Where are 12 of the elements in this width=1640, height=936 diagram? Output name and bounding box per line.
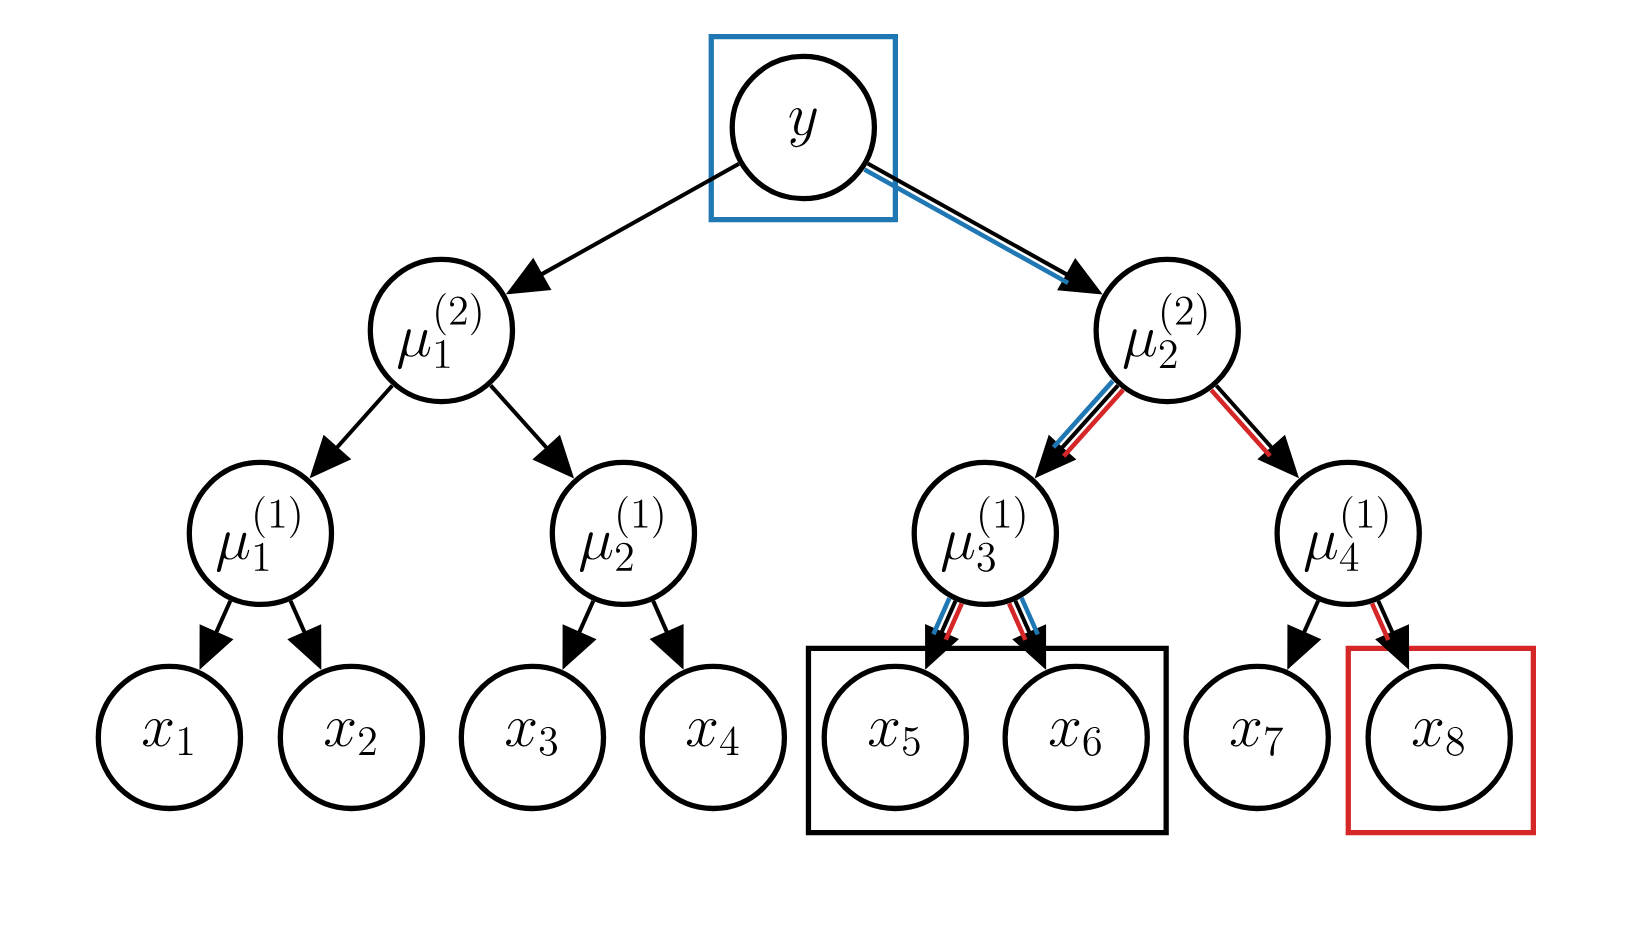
highlight-frame [1345,645,1536,836]
highlight-frame [805,645,1169,836]
highlight-line [931,597,952,636]
highlight-line [1007,602,1028,641]
highlight-line [863,167,1070,285]
highlight-line [1019,597,1040,636]
highlight-line [943,602,964,641]
highlight-line [1051,379,1115,449]
highlight-line [1209,388,1272,458]
highlight-frame [708,33,898,223]
highlight-line [1369,602,1391,641]
highlight-line [1061,388,1125,458]
